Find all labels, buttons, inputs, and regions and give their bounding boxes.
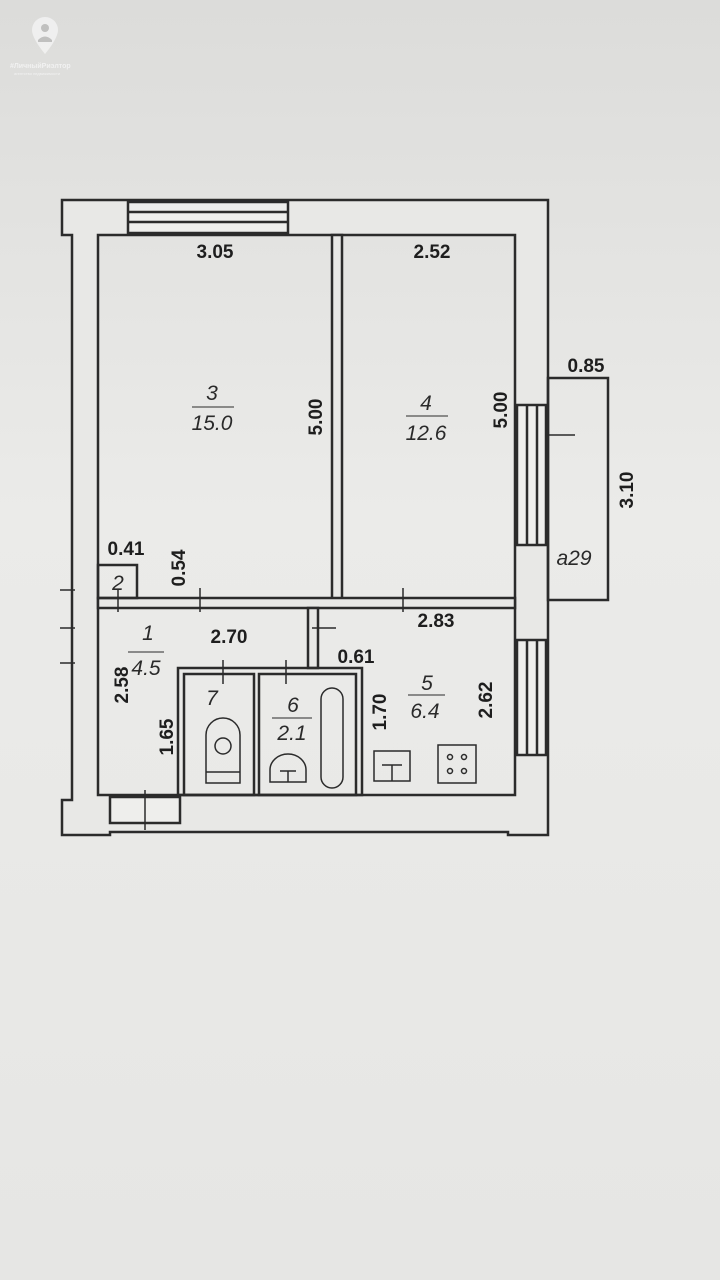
dim-room4-length: 5.00 [491, 392, 512, 429]
dim-kitchen-length: 2.62 [476, 682, 497, 719]
dim-closet-depth: 0.54 [169, 549, 190, 586]
room7-number: 7 [206, 687, 219, 710]
room4-number: 4 [420, 392, 432, 415]
watermark-tagline: агентство недвижимости [14, 71, 60, 76]
room5-number: 5 [421, 672, 433, 695]
window-room4 [515, 403, 548, 547]
room7-wc [182, 672, 256, 797]
toilet-bowl-icon [214, 737, 232, 755]
dim-passage-width: 0.61 [338, 647, 375, 668]
dim-room3-length: 5.00 [306, 399, 327, 436]
room1-area: 4.5 [131, 657, 161, 680]
wall-hall [96, 596, 517, 610]
location-pin-icon [32, 17, 58, 54]
room6-bath [257, 672, 358, 797]
dim-hall-width: 2.70 [211, 627, 248, 648]
wall-room3-room4 [330, 233, 344, 602]
room4-area: 12.6 [406, 422, 447, 445]
dim-wc-length: 1.65 [157, 718, 178, 755]
room6-number: 6 [287, 694, 299, 717]
wall-passage [306, 606, 320, 670]
dim-hall-length: 2.58 [112, 667, 133, 704]
watermark-brand: #ЛичныйРиэлтор [10, 62, 71, 70]
room1-number: 1 [142, 622, 154, 645]
stove-icon [437, 744, 477, 784]
watermark-logo: #ЛичныйРиэлтор агентство недвижимости [10, 17, 71, 76]
walls [60, 198, 610, 837]
room3-number: 3 [206, 382, 218, 405]
balcony [546, 376, 610, 602]
dim-room4-width: 2.52 [414, 242, 451, 263]
room5-area: 6.4 [410, 700, 439, 723]
window-top [126, 200, 290, 235]
toilet-icon [205, 717, 241, 784]
room3-area: 15.0 [192, 412, 233, 435]
dim-balcony-length: 3.10 [617, 472, 638, 509]
room2-number: 2 [111, 572, 124, 595]
dim-bath-length: 1.70 [370, 694, 391, 731]
dim-closet-width: 0.41 [108, 539, 145, 560]
dim-room3-width: 3.05 [197, 242, 234, 263]
bath-sink-icon [269, 753, 307, 783]
bathtub-icon [320, 687, 344, 789]
balcony-area: a29 [556, 547, 591, 570]
room6-area: 2.1 [276, 722, 306, 745]
window-kitchen [515, 638, 548, 757]
dim-kitchen-width: 2.83 [418, 611, 455, 632]
dim-balcony-width: 0.85 [568, 356, 605, 377]
